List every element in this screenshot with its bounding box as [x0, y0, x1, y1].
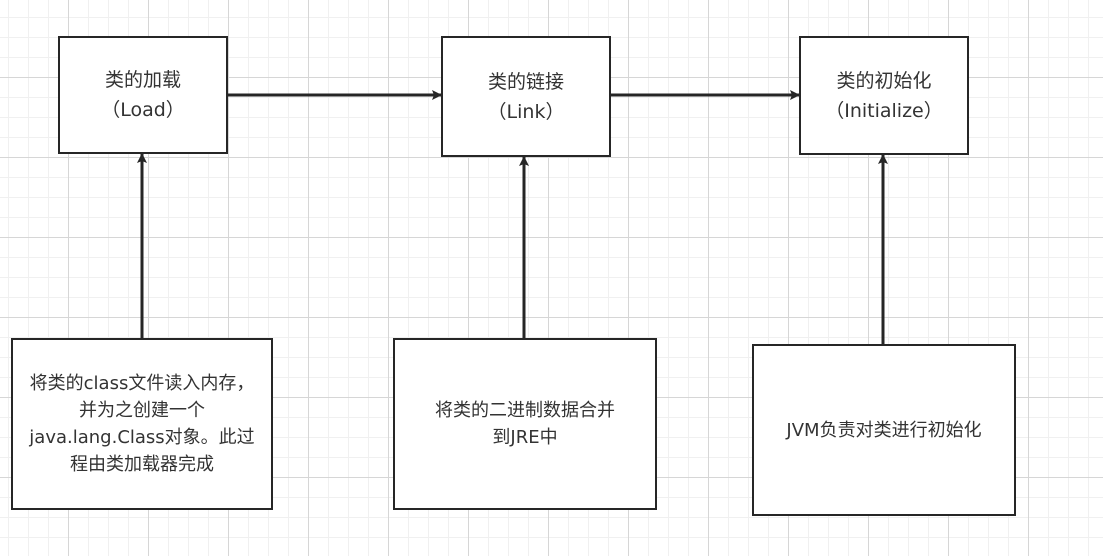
stage-box-load: 类的加载 （Load）: [58, 36, 228, 154]
description-text: 将类的二进制数据合并到JRE中: [435, 400, 615, 448]
description-box-initialize: JVM负责对类进行初始化: [752, 344, 1016, 516]
stage-title: 类的初始化: [836, 69, 932, 92]
stage-subtitle: （Link）: [487, 100, 565, 123]
description-box-link: 将类的二进制数据合并到JRE中: [393, 338, 657, 510]
description-box-load: 将类的class文件读入内存，并为之创建一个java.lang.Class对象。…: [11, 338, 273, 510]
stage-title: 类的链接: [487, 70, 564, 93]
stage-box-link: 类的链接 （Link）: [441, 36, 611, 157]
stage-box-initialize: 类的初始化 （Initialize）: [799, 36, 969, 155]
stage-subtitle: （Load）: [101, 99, 185, 121]
stage-title: 类的加载: [104, 69, 181, 91]
description-text: JVM负责对类进行初始化: [786, 419, 982, 441]
description-text: 将类的class文件读入内存，并为之创建一个java.lang.Class对象。…: [29, 373, 255, 475]
stage-subtitle: （Initialize）: [825, 99, 943, 122]
